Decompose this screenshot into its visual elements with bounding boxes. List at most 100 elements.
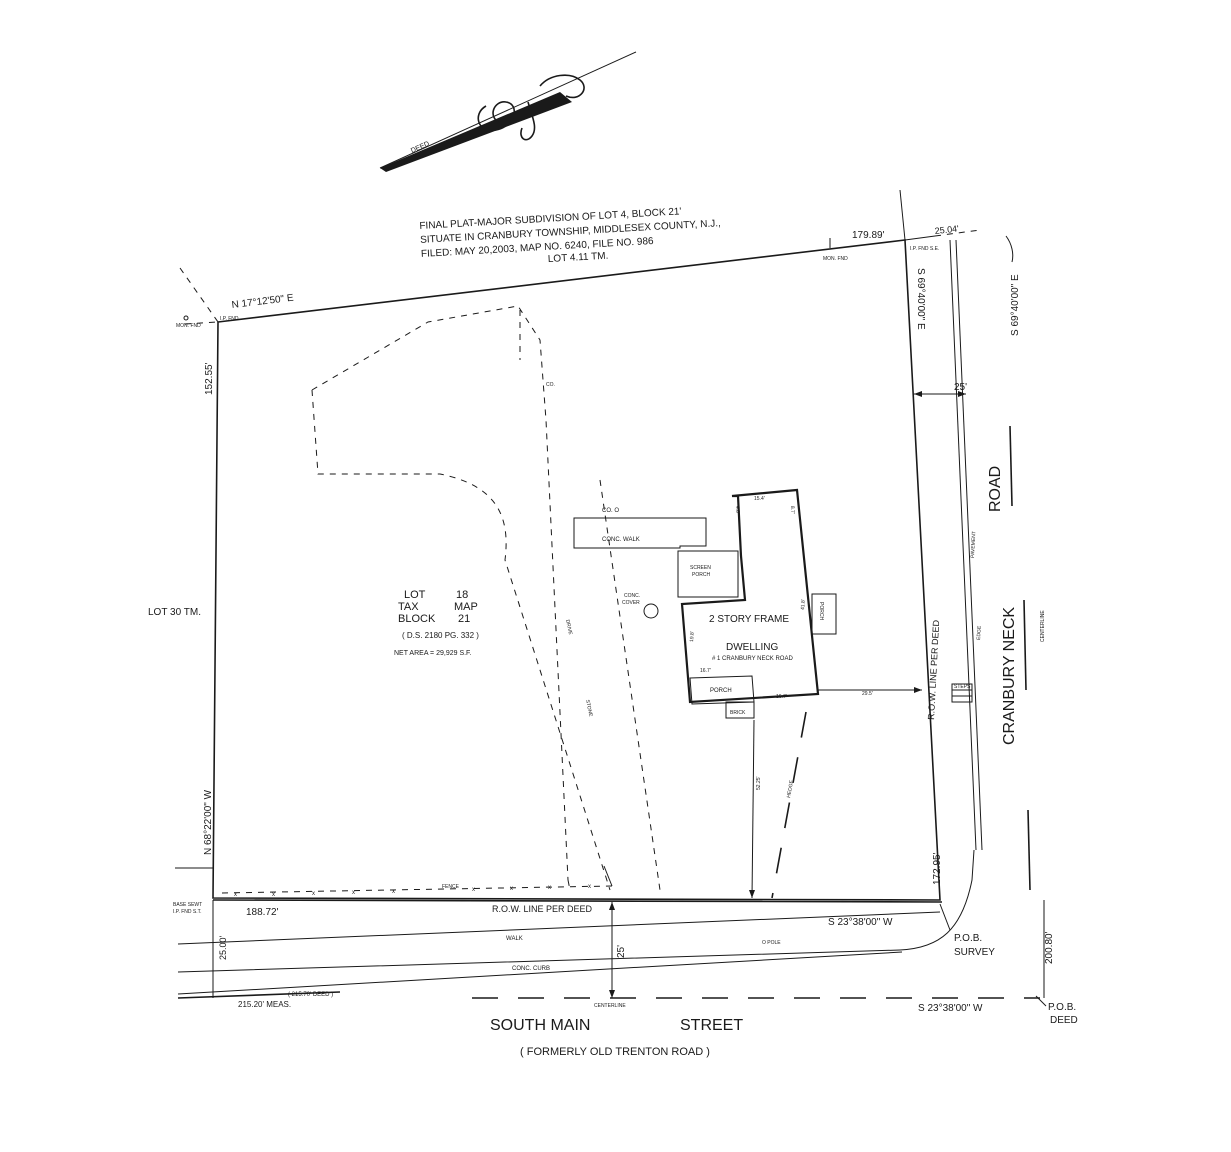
front-setback-line: [751, 719, 755, 899]
pob-survey-label-1: P.O.B.: [954, 933, 982, 944]
pob-deed-label-1: P.O.B.: [1048, 1002, 1076, 1013]
fence-label: FENCE: [442, 884, 460, 890]
south-road-width-arrow-top: [609, 902, 615, 910]
conc-cover-label-1: CONC.: [624, 593, 640, 599]
side-porch-label: PORCH: [818, 602, 824, 620]
east-road-width-arrow-right: [958, 391, 966, 397]
deed-book-label: ( D.S. 2180 PG. 332 ): [402, 631, 479, 640]
rear-porch-label: PORCH: [710, 688, 732, 694]
pob-deed-leader: [1035, 995, 1047, 1007]
fence-x-mark-5: x: [392, 889, 395, 895]
north-arrow-shaft-line: [379, 51, 637, 169]
sw-pin-label: I.P. FND S.T.: [173, 909, 202, 915]
stone-drive-label-2: STONE: [584, 699, 594, 718]
concrete-walk: [573, 517, 707, 549]
east-road-bearing-label: S 69°40'00" E: [1010, 274, 1021, 336]
south-road-width-arrow-bot: [609, 990, 615, 998]
fence-x-mark-2: x: [272, 892, 275, 898]
south-road-width-label: 25': [616, 945, 627, 958]
east-bearing-label: S 69°40'00" E: [915, 268, 926, 330]
boundary-line: [212, 239, 941, 901]
east-row-label: R.O.W. LINE PER DEED: [926, 619, 941, 720]
front-setback-arrow: [749, 890, 755, 898]
dwelling-label-3: # 1 CRANBURY NECK ROAD: [712, 656, 793, 662]
lot-value: 18: [456, 589, 468, 601]
monuments: MON. FND I.P. FND MON. FND I.P. FND S.E.…: [173, 246, 939, 915]
dim-right-label: 41.8': [800, 599, 807, 610]
walk-line-2: [177, 849, 975, 973]
conc-walk-label: CONC. WALK: [602, 537, 640, 543]
side-setback-label: 29.5': [862, 691, 873, 697]
front-setback-label: 52.25': [756, 776, 762, 790]
south-main-street: R.O.W. LINE PER DEED S 23°38'00" W WALK …: [177, 849, 1040, 1058]
steps-icon: [951, 683, 973, 703]
block-value: 21: [458, 613, 470, 625]
north-arrow: DEED: [379, 51, 637, 172]
property-boundary: [175, 189, 981, 901]
adjoining-north-label: LOT 4.11 TM.: [548, 251, 609, 265]
north-arrow-knot: [520, 101, 536, 141]
south-left-dim-label: 25.00': [218, 935, 228, 960]
south-road-bearing-label: S 23°38'00" W: [918, 1003, 983, 1014]
fence-line: [221, 885, 613, 894]
nw-tie-dashed: [179, 267, 219, 323]
tax-value: MAP: [454, 601, 478, 613]
east-road-name-1: ROAD: [987, 466, 1004, 512]
ne-pin-label: I.P. FND S.E.: [910, 246, 939, 252]
east-extension-top: [899, 189, 906, 241]
east-row-line: [949, 239, 977, 851]
drive-edge-east: [599, 479, 661, 891]
dim-left-label: 19.8': [689, 631, 696, 642]
dim-top-label: 15.4': [754, 496, 765, 502]
pob-deed-label-2: DEED: [1050, 1015, 1078, 1026]
fence: FENCE x x x x x x x x x: [221, 865, 613, 898]
east-centerline-label: CENTERLINE: [1040, 610, 1046, 642]
meas-label: 215.20' MEAS.: [238, 1000, 291, 1009]
dim-walk-label: 4.8': [734, 506, 741, 514]
block-label: BLOCK: [398, 613, 436, 625]
nw-monument-label: MON. FND: [176, 323, 201, 329]
north-distance-label: 179.89': [852, 230, 885, 241]
side-setback-arrow: [914, 687, 922, 693]
deed-distance-label: ( 215.70' DEED ): [288, 992, 333, 998]
tax-label: TAX: [398, 601, 419, 613]
brick-step: [725, 701, 755, 719]
brick-label: BRICK: [730, 710, 746, 716]
dwelling-label-2: DWELLING: [726, 642, 778, 653]
south-centerline-left: [177, 991, 341, 999]
pole-label: O POLE: [762, 940, 781, 946]
north-line-extension: [904, 235, 936, 241]
pob-survey-leader: [939, 903, 951, 931]
cranbury-neck-road: R.O.W. LINE PER DEED PAVEMENT EDGE 25' C…: [914, 235, 1055, 998]
north-line-extension-dashed: [934, 229, 981, 237]
drive-outline-dashed: [311, 305, 611, 891]
east-distance-label: 172.95': [932, 852, 943, 885]
south-row-line: [212, 899, 943, 903]
east-centerline-2: [1023, 599, 1027, 691]
lot-label: LOT: [404, 589, 426, 601]
north-arrow-shaft-dark: [380, 92, 572, 172]
east-road-width-arrow-left: [914, 391, 922, 397]
south-street-name-1: SOUTH MAIN: [490, 1017, 590, 1034]
nw-monument-icon: [183, 315, 189, 321]
south-centerline-label: CENTERLINE: [594, 1003, 626, 1009]
south-distance-label: 188.72': [246, 907, 279, 918]
dim-side-label: 8.7': [789, 506, 796, 514]
curb-label: CONC. CURB: [512, 966, 550, 972]
side-porch: [811, 593, 837, 635]
east-road-width-label: 25': [954, 382, 967, 393]
hedge-dashes: [771, 711, 807, 899]
sw-base-label: BASE SEWT: [173, 902, 202, 908]
west-distance-label: 152.55': [204, 362, 215, 395]
fence-tail: [603, 865, 613, 887]
fence-x-mark-9: x: [588, 884, 591, 890]
screen-porch-label-1: SCREEN: [690, 565, 711, 571]
co-top-label: CO.: [546, 382, 555, 388]
nw-pin-label: I.P. FND: [220, 316, 239, 322]
dim-porch-a-label: 16.7': [700, 668, 711, 674]
fence-x-mark-8: x: [548, 885, 551, 891]
concrete-cover-icon: [643, 603, 659, 619]
stone-drive: CO. DRIVE STONE: [311, 305, 661, 891]
south-row-label: R.O.W. LINE PER DEED: [492, 904, 593, 914]
